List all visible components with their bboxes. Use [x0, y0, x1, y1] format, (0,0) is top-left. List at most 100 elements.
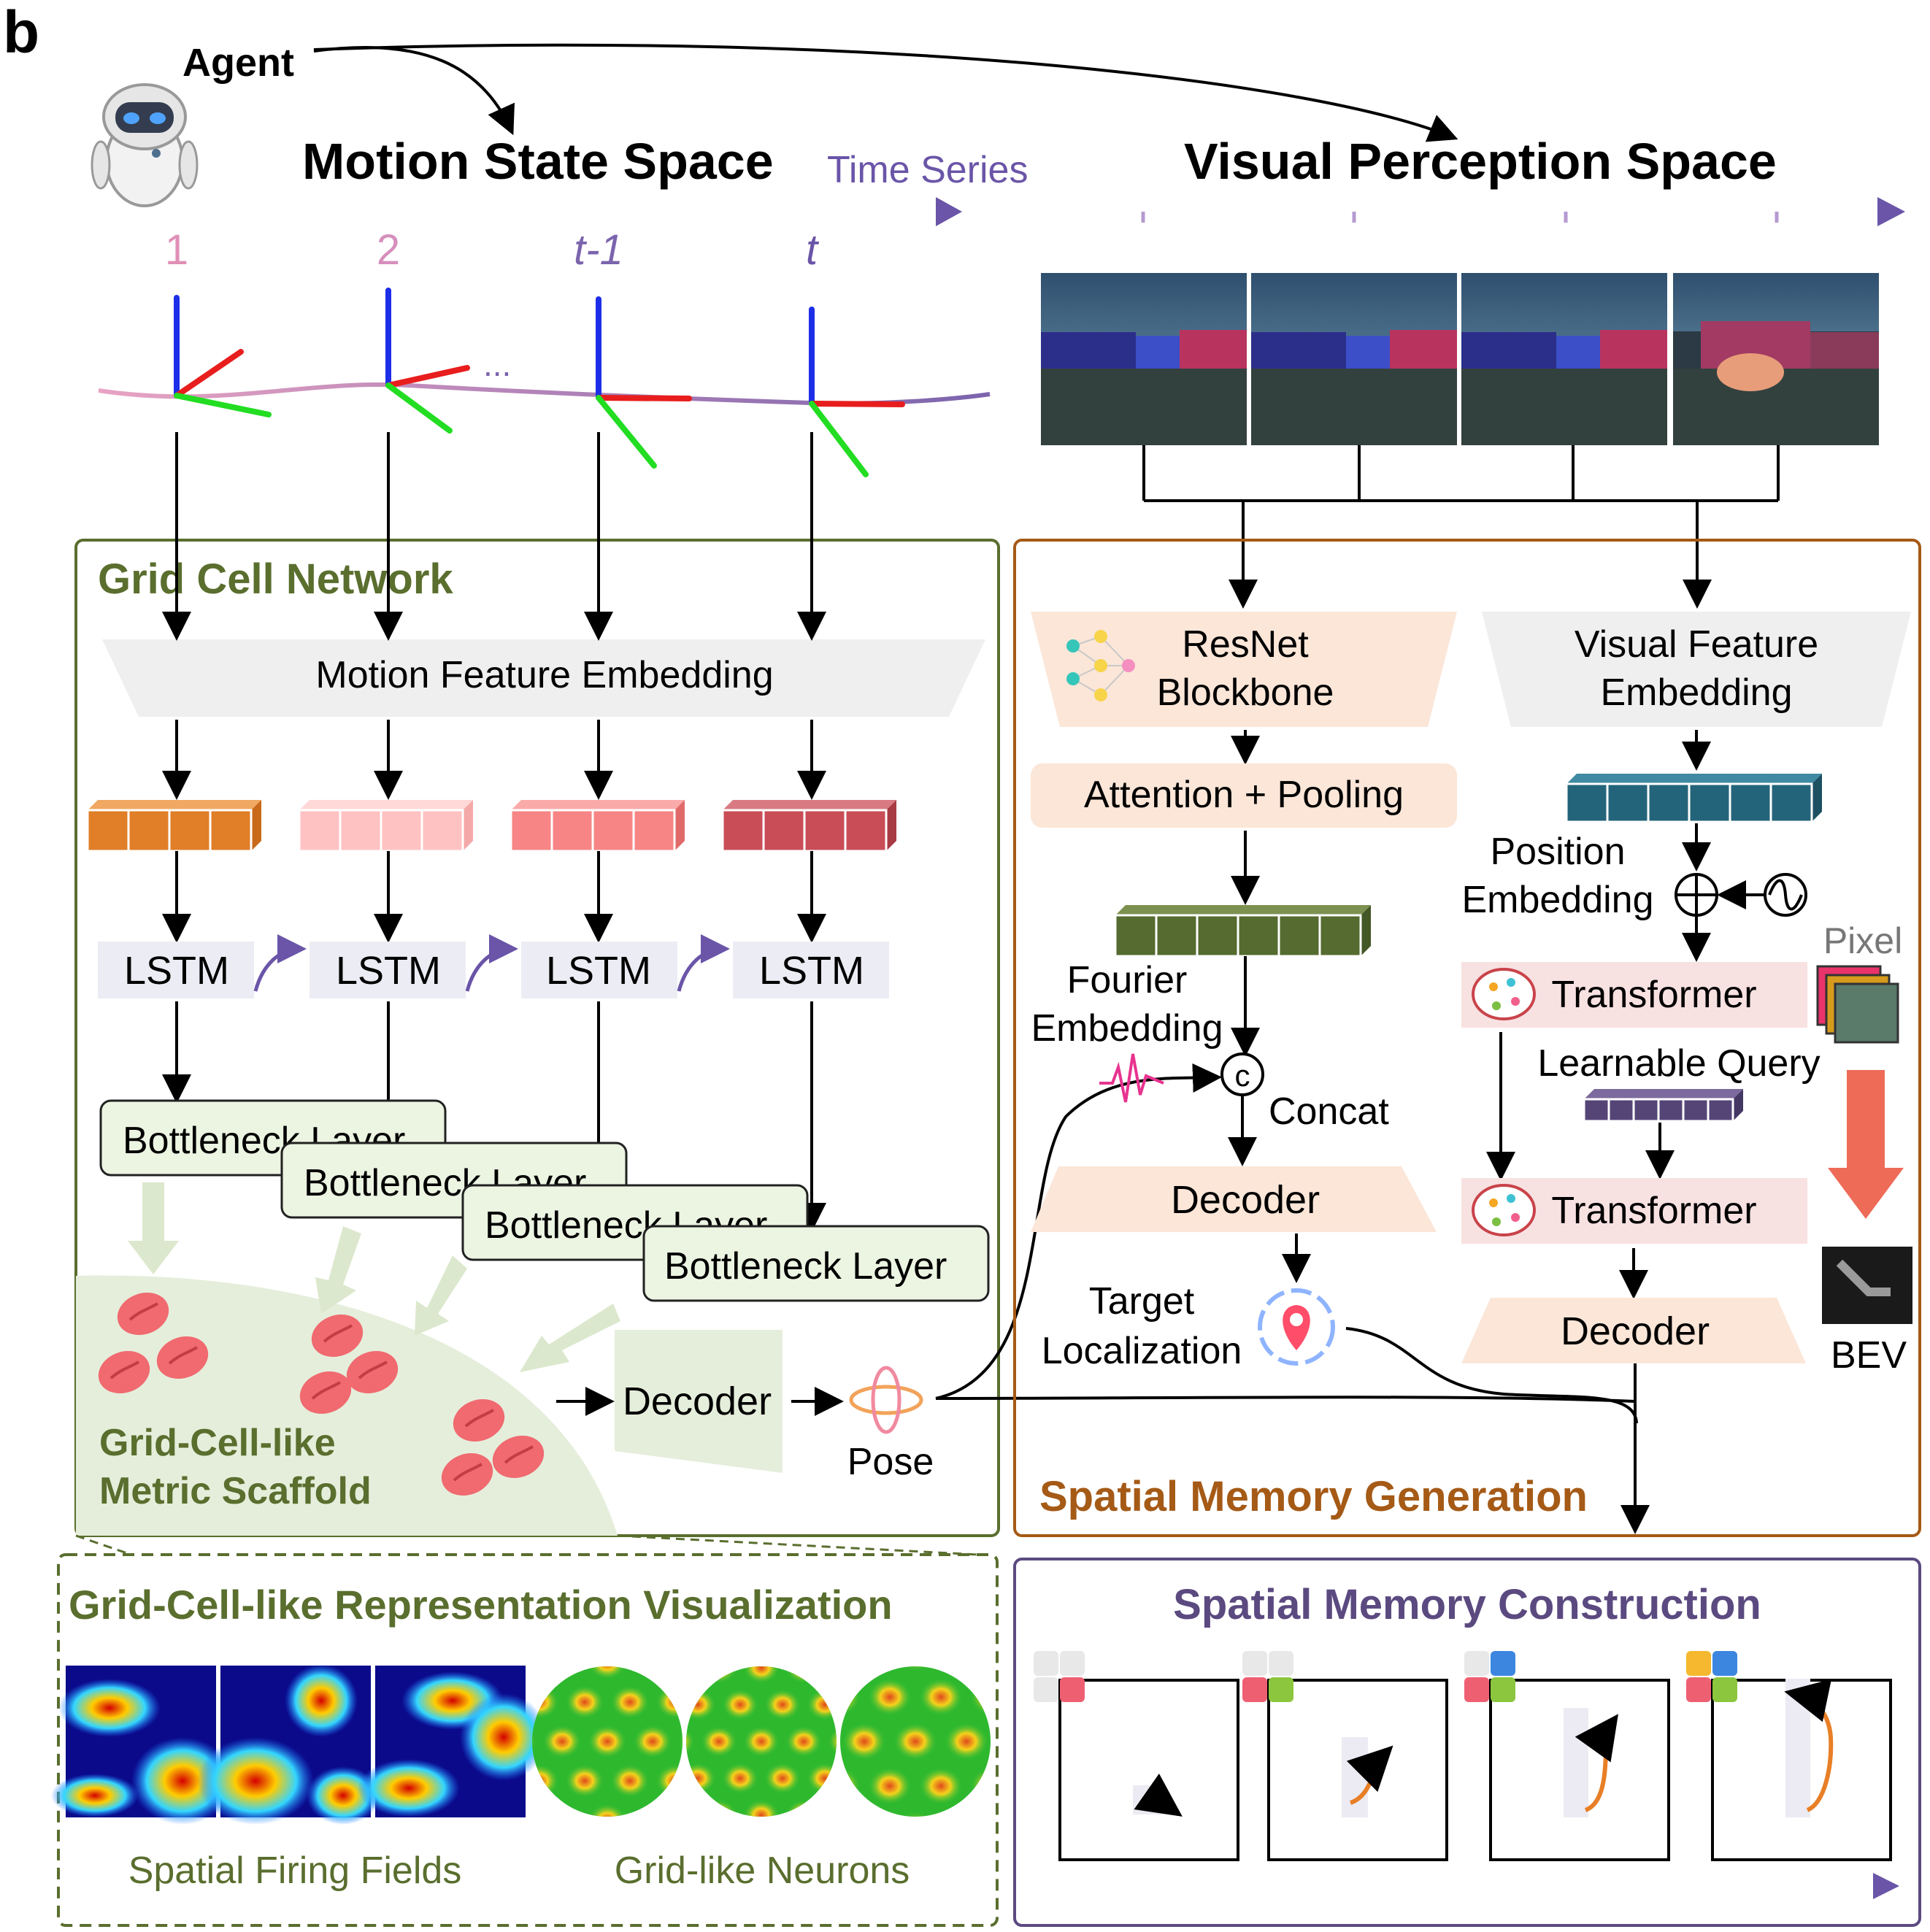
- grid-firing-blob: [741, 1634, 784, 1671]
- grid-firing-blob: [655, 1764, 683, 1798]
- target-location-icon: [1258, 1288, 1335, 1366]
- grid-firing-blob: [792, 1634, 835, 1671]
- grid-firing-blob: [520, 1844, 558, 1877]
- position-label-line2: Embedding: [1461, 879, 1653, 921]
- grid-firing-blob: [919, 1767, 963, 1805]
- grid-firing-blob: [542, 1666, 582, 1679]
- grid-firing-blob: [996, 1723, 1039, 1760]
- grid-firing-blob: [1073, 1590, 1116, 1626]
- sinusoid-icon: [1764, 873, 1807, 917]
- grid-firing-blob: [565, 1685, 604, 1719]
- grid-firing-blob: [892, 1616, 928, 1647]
- grid-firing-blob: [785, 1726, 822, 1757]
- grid-firing-blob: [610, 1764, 650, 1798]
- trajectory-curve: [98, 382, 991, 406]
- grid-neuron-maps: [520, 1590, 1116, 1877]
- agent-path-arrow: [1784, 1679, 1834, 1812]
- agent-path-arrow: [1575, 1714, 1618, 1812]
- time-step-t: t: [806, 226, 820, 274]
- pixel-label: Pixel: [1823, 920, 1902, 961]
- concat-label: Concat: [1269, 1090, 1389, 1133]
- grid-firing-blob: [945, 1723, 988, 1760]
- grid-firing-blob: [785, 1800, 822, 1817]
- bev-decoder-label: Decoder: [1561, 1309, 1710, 1353]
- grid-firing-blob: [686, 1666, 695, 1683]
- grid-cell-5: [346, 1350, 399, 1394]
- grid-firing-blob: [701, 1666, 737, 1683]
- puzzle-icon: [1686, 1651, 1737, 1702]
- firing-fields-label: Spatial Firing Fields: [128, 1850, 462, 1892]
- visual-feature-label-line1: Visual Feature: [1575, 623, 1818, 666]
- scaffold-arrows: [128, 1182, 620, 1372]
- grid-firing-blob: [655, 1685, 683, 1719]
- grid-firing-blob: [828, 1800, 837, 1817]
- grid-firing-blob: [566, 1844, 604, 1877]
- grid-firing-blob: [764, 1763, 801, 1794]
- lstm-row: LSTM LSTM LSTM LSTM: [98, 934, 889, 998]
- firing-field-map-2: [197, 1664, 380, 1825]
- grid-firing-blob: [893, 1812, 937, 1817]
- zoom-lines: [75, 1534, 979, 1556]
- grid-cell-3: [98, 1350, 150, 1394]
- visual-feature-label-line2: Embedding: [1600, 671, 1792, 714]
- grid-firing-blob: [807, 1689, 837, 1720]
- grid-firing-blob: [686, 1800, 695, 1817]
- feature-vector-1: [86, 800, 261, 853]
- motion-feature-vectors: [86, 800, 896, 853]
- visualization-title: Grid-Cell-like Representation Visualizat…: [69, 1582, 893, 1628]
- construction-step-1: [1034, 1651, 1239, 1861]
- grid-firing-blob: [920, 1590, 963, 1626]
- spatial-memory-generation-panel: [1013, 539, 1921, 1537]
- lstm-label-3: LSTM: [546, 949, 651, 993]
- grid-firing-blob: [868, 1678, 912, 1716]
- grid-firing-blob: [1022, 1768, 1065, 1804]
- grid-firing-blob: [588, 1666, 627, 1679]
- grid-cell-blobs: [98, 1292, 545, 1496]
- spatial-memory-generation-title: Spatial Memory Generation: [1039, 1473, 1588, 1520]
- motion-title: Motion State Space: [302, 133, 774, 190]
- embedding-to-feature-arrows: [162, 720, 826, 800]
- construction-step-2: [1242, 1651, 1448, 1861]
- grid-firing-blob: [996, 1634, 1039, 1671]
- pose-decoder-block: [615, 1330, 783, 1473]
- construction-step-3: [1464, 1651, 1670, 1861]
- construction-title: Spatial Memory Construction: [1173, 1581, 1761, 1628]
- lstm-box-1: [98, 942, 254, 998]
- grid-cell-4: [311, 1314, 364, 1358]
- grid-cell-2: [156, 1336, 209, 1379]
- grid-firing-blob: [807, 1763, 837, 1794]
- grid-firing-blob: [970, 1767, 991, 1805]
- grid-cell-9: [441, 1452, 493, 1496]
- grid-firing-blob: [842, 1666, 886, 1671]
- grid-firing-blob: [701, 1800, 737, 1817]
- pose-frames: [174, 288, 905, 477]
- memory-construction-steps: [1034, 1651, 1892, 1861]
- grid-firing-blob: [868, 1767, 912, 1805]
- learnable-query-label: Learnable Query: [1537, 1042, 1820, 1085]
- position-label-line1: Position: [1491, 831, 1626, 873]
- visual-axis-arrowhead: [1877, 197, 1905, 226]
- visual-frames: [1041, 273, 1879, 445]
- grid-firing-blob: [678, 1666, 683, 1679]
- grid-firing-blob: [722, 1689, 758, 1720]
- grid-firing-blob: [542, 1804, 582, 1817]
- concat-symbol: c: [1235, 1058, 1250, 1093]
- visual-feature-embedding-block: [1482, 612, 1911, 727]
- firing-field-maps: [51, 1664, 547, 1825]
- grid-firing-blob: [996, 1812, 1039, 1849]
- bev-decoder-block: [1461, 1298, 1806, 1363]
- trajectory-ellipsis: ...: [483, 345, 511, 383]
- localization-decoder-label: Decoder: [1171, 1178, 1320, 1222]
- target-label-line2: Localization: [1042, 1330, 1242, 1372]
- puzzle-icon: [1464, 1651, 1515, 1702]
- feature-to-lstm-arrows: [162, 851, 826, 943]
- agent-label: Agent: [182, 41, 294, 85]
- grid-firing-blob: [743, 1800, 780, 1817]
- grid-firing-blob: [945, 1666, 988, 1671]
- grid-firing-blob: [792, 1812, 835, 1849]
- grid-firing-blob: [970, 1678, 991, 1716]
- visual-feature-vector: [1114, 905, 1371, 958]
- attention-pooling-label: Attention + Pooling: [1084, 774, 1404, 816]
